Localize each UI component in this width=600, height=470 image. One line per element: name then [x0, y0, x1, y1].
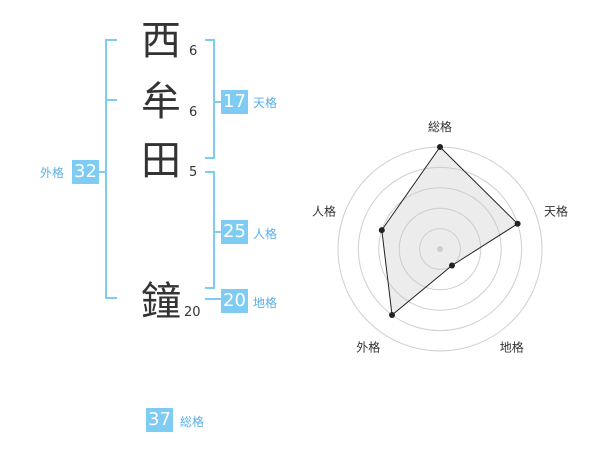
radar-axis-label-4: 外格	[356, 340, 380, 355]
radar-axis-label-2: 天格	[544, 203, 568, 218]
jinkaku-value-box: 25	[221, 220, 248, 244]
radar-point-2	[514, 220, 521, 227]
jinkaku-bracket-bottom	[205, 287, 215, 289]
jinkaku-bracket-vertical	[213, 171, 215, 289]
gaikaku-bracket-top	[105, 39, 117, 41]
radar-data-polygon	[381, 146, 519, 316]
jinkaku-bracket-top	[205, 171, 215, 173]
stroke-count-4: 20	[184, 305, 201, 320]
tenkaku-bracket-top	[205, 39, 215, 41]
chikaku-connector	[205, 298, 221, 300]
chikaku-label: 地格	[253, 296, 278, 310]
gaikaku-connector	[99, 171, 105, 173]
radar-ring-4	[357, 166, 523, 332]
radar-ring-1	[419, 228, 461, 270]
stroke-count-1: 6	[189, 44, 198, 59]
stroke-count-2: 6	[189, 105, 198, 120]
jinkaku-label: 人格	[253, 227, 278, 241]
gaikaku-bracket-vertical	[105, 39, 107, 299]
radar-point-1	[437, 144, 443, 150]
radar-axis-label-5: 人格	[312, 203, 336, 218]
radar-axis-label-1: 総格	[428, 119, 452, 134]
stroke-count-3: 5	[189, 165, 198, 180]
gaikaku-label: 外格	[40, 166, 65, 180]
radar-axis-label-3: 地格	[500, 340, 524, 355]
name-char-3: 田	[141, 138, 181, 184]
tenkaku-label: 天格	[253, 96, 278, 110]
gaikaku-bracket-mid	[105, 99, 117, 101]
tenkaku-bracket-bottom	[205, 157, 215, 159]
radar-ring-3	[378, 187, 502, 311]
chikaku-value-box: 20	[221, 289, 248, 313]
name-char-1: 西	[141, 18, 181, 64]
radar-ring-2	[398, 207, 482, 291]
radar-point-5	[378, 227, 385, 234]
gaikaku-value-box: 32	[72, 160, 99, 184]
radar-point-4	[389, 312, 396, 319]
soukaku-value-box: 37	[146, 408, 173, 432]
tenkaku-value-box: 17	[221, 90, 248, 114]
tenkaku-bracket-vertical	[213, 39, 215, 159]
name-char-4: 鐘	[141, 279, 181, 325]
tenkaku-connector	[213, 101, 221, 103]
jinkaku-connector	[213, 231, 221, 233]
radar-point-3	[448, 262, 455, 269]
soukaku-label: 総格	[180, 415, 205, 429]
radar-center-dot	[437, 246, 443, 252]
gaikaku-bracket-bottom	[105, 297, 117, 299]
name-char-2: 牟	[141, 79, 181, 125]
